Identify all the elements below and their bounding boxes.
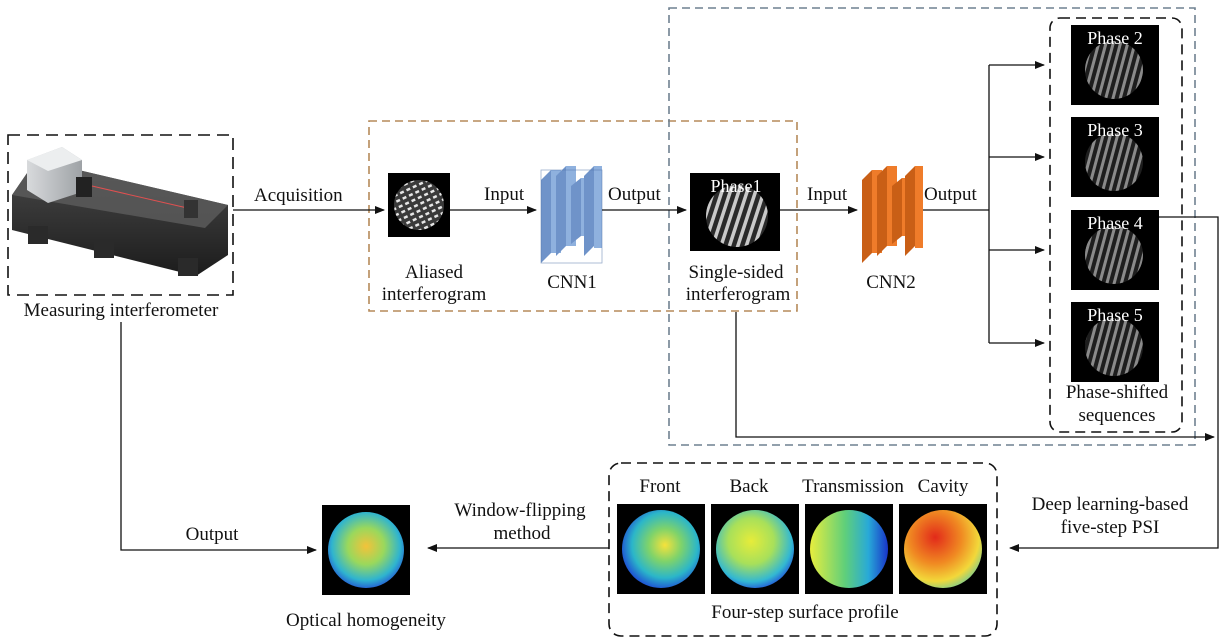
acquisition-label: Acquisition: [254, 185, 343, 206]
front-label: Front: [639, 476, 681, 497]
four-step-surface-box: [608, 462, 998, 637]
back-label: Back: [729, 476, 769, 497]
input1-label: Input: [484, 184, 525, 205]
output2-label: Output: [924, 184, 977, 205]
single-sided-label-line1: Single-sided: [688, 262, 784, 283]
cnn2-stage-box: [668, 7, 1196, 446]
phase-shifted-sequences-box: [1049, 17, 1183, 433]
back-map-disc: [716, 510, 794, 588]
cavity-map-disc: [904, 510, 982, 588]
phase4-to-psi-arrow: [1009, 216, 1219, 552]
measuring-interferometer-label: Measuring interferometer: [23, 300, 219, 321]
optical-homogeneity-label: Optical homogeneity: [286, 610, 446, 631]
input2-label: Input: [807, 184, 848, 205]
transmission-map-disc: [810, 510, 888, 588]
aliased-interferogram-disc: [394, 180, 444, 230]
connectors: [120, 61, 1219, 554]
front-map-disc: [622, 510, 700, 588]
phase3-fringes: [1085, 133, 1143, 191]
measuring-interferometer-box: [7, 134, 234, 296]
phase4-label: Phase 4: [1087, 213, 1143, 233]
deep-learning-label-line2: five-step PSI: [1060, 517, 1160, 538]
cavity-label: Cavity: [917, 476, 969, 497]
single-sided-label-line2: interferogram: [685, 284, 791, 305]
four-step-label: Four-step surface profile: [711, 602, 899, 623]
cnn1-stage-box: [368, 120, 798, 312]
transmission-label: Transmission: [802, 476, 904, 497]
output1-label: Output: [608, 184, 661, 205]
phase1-label: Phase1: [710, 176, 762, 196]
phase-shifted-label-line2: sequences: [1078, 405, 1156, 426]
interferometer-output-arrow: [120, 322, 317, 554]
deep-learning-label-line1: Deep learning-based: [1031, 494, 1189, 515]
cnn2-block: [862, 166, 923, 263]
phase-shifted-label-line1: Phase-shifted: [1065, 382, 1169, 403]
window-flipping-label-line2: method: [493, 523, 551, 544]
phase2-label: Phase 2: [1087, 28, 1143, 48]
aliased-label-line2: interferogram: [381, 284, 487, 305]
interferometer-image: [12, 147, 228, 276]
cnn1-label: CNN1: [547, 272, 597, 293]
window-flipping-label-line1: Window-flipping: [454, 500, 586, 521]
phase5-fringes: [1085, 318, 1143, 376]
aliased-label-line1: Aliased: [404, 262, 464, 283]
phase3-label: Phase 3: [1087, 120, 1143, 140]
phase4-fringes: [1085, 226, 1143, 284]
phase1-fringes: [706, 185, 768, 247]
single-sided-to-psi-arrow: [735, 312, 1215, 441]
phase5-label: Phase 5: [1087, 305, 1143, 325]
optical-homogeneity-disc: [328, 512, 404, 588]
output3-label: Output: [185, 524, 239, 545]
cnn2-label: CNN2: [866, 272, 916, 293]
cnn1-block: [540, 166, 603, 264]
phase2-fringes: [1085, 41, 1143, 99]
